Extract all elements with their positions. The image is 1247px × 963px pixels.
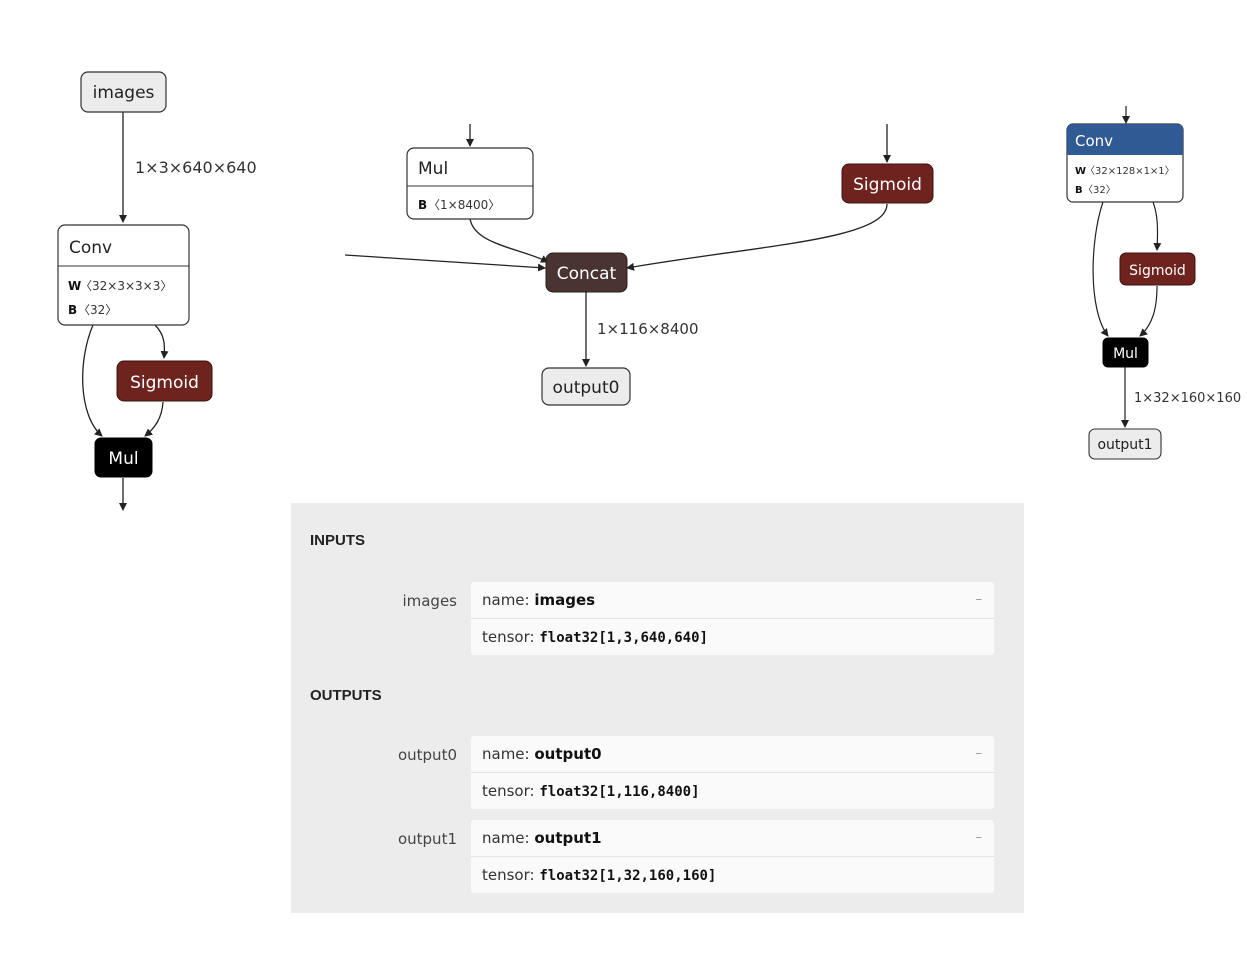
output1-card[interactable]: name: output1 – tensor: float32[1,32,160… [471, 820, 994, 893]
sigmoid-node-left[interactable]: Sigmoid [116, 360, 213, 402]
collapse-toggle-icon[interactable]: – [975, 746, 983, 761]
edge-left-concat [344, 254, 546, 272]
conv-node-left[interactable]: Conv W 〈32×3×3×3〉 B 〈32〉 [57, 224, 190, 326]
mul-left-label: Mul [108, 449, 138, 469]
edge-label-output0-shape: 1×116×8400 [597, 320, 698, 338]
output0-name-line: name: output0 – [471, 736, 994, 772]
input-images-card[interactable]: name: images – tensor: float32[1,3,640,6… [471, 582, 994, 655]
edge-conv-sigmoid [154, 324, 169, 359]
edge-conv-sigmoid-right [1152, 201, 1162, 251]
output-node-output0[interactable]: output0 [541, 367, 631, 406]
name-key: name: [482, 745, 530, 763]
sigmoid-node-right[interactable]: Sigmoid [1119, 252, 1196, 286]
conv-right-b-key: B [1075, 185, 1083, 196]
output0-label: output0 [397, 746, 457, 764]
conv-left-title: Conv [69, 238, 112, 258]
input-node-images[interactable]: images [80, 71, 167, 113]
left-cluster: 1×3×640×640 images Conv W 〈32×3×3×3〉 B 〈… [57, 71, 257, 511]
output1-name: output1 [534, 829, 602, 847]
output0-name: output0 [534, 745, 602, 763]
output1-tensor-line: tensor: float32[1,32,160,160] [471, 856, 994, 893]
output1-label: output1 [397, 830, 457, 848]
mul-center-b-val: 〈1×8400〉 [428, 198, 500, 212]
edge-mul-concat [469, 218, 549, 263]
edge-conv-mul-right [1092, 201, 1109, 337]
conv-node-right[interactable]: Conv W 〈32×128×1×1〉 B 〈32〉 [1066, 123, 1184, 203]
inputs-section-title: INPUTS [310, 532, 366, 549]
concat-label: Concat [557, 264, 617, 284]
mul-node-center[interactable]: Mul B 〈1×8400〉 [406, 147, 534, 220]
conv-left-w-val: 〈32×3×3×3〉 [80, 279, 172, 293]
output0-tensor: float32[1,116,8400] [539, 784, 700, 800]
name-key: name: [482, 591, 530, 609]
model-properties-panel: INPUTS images name: images – tensor: flo… [291, 503, 1024, 913]
mul-right-label: Mul [1113, 346, 1138, 362]
center-cluster: 1×116×8400 Mul B 〈1×8400〉 Sigmoid Concat… [344, 124, 934, 406]
mul-node-left[interactable]: Mul [94, 437, 153, 478]
conv-right-w-val: 〈32×128×1×1〉 [1085, 165, 1175, 177]
input-images-name-line: name: images – [471, 582, 994, 618]
edge-sigmoid-mul-right [1139, 285, 1158, 337]
mul-center-b-key: B [418, 198, 427, 212]
mul-node-right[interactable]: Mul [1102, 337, 1149, 368]
collapse-toggle-icon[interactable]: – [975, 830, 983, 845]
edge-sigmoid-mul [144, 401, 164, 437]
sigmoid-left-label: Sigmoid [130, 373, 199, 393]
edge-sigmoid-concat [626, 203, 888, 271]
outputs-section-title: OUTPUTS [310, 687, 382, 704]
output0-tensor-line: tensor: float32[1,116,8400] [471, 772, 994, 809]
right-cluster: 1×32×160×160 Conv W 〈32×128×1×1〉 B 〈32〉 … [1066, 106, 1241, 460]
tensor-key: tensor: [482, 782, 535, 800]
concat-node[interactable]: Concat [545, 252, 628, 293]
input-images-tensor: float32[1,3,640,640] [539, 630, 708, 646]
conv-right-b-val: 〈32〉 [1083, 184, 1116, 196]
conv-left-w-key: W [68, 279, 81, 293]
mul-center-title: Mul [418, 159, 448, 179]
input-images-tensor-line: tensor: float32[1,3,640,640] [471, 618, 994, 655]
conv-left-b-key: B [68, 303, 77, 317]
input-images-name: images [534, 591, 596, 609]
output0-node-label: output0 [553, 378, 620, 398]
input-images-label: images [402, 592, 457, 610]
output0-card[interactable]: name: output0 – tensor: float32[1,116,84… [471, 736, 994, 809]
name-key: name: [482, 829, 530, 847]
conv-right-title: Conv [1075, 132, 1113, 150]
edge-label-input-shape: 1×3×640×640 [135, 158, 257, 177]
conv-right-w-key: W [1075, 166, 1086, 177]
output1-tensor: float32[1,32,160,160] [539, 868, 717, 884]
conv-left-b-val: 〈32〉 [78, 303, 117, 317]
output1-node-label: output1 [1097, 437, 1152, 453]
output-node-output1[interactable]: output1 [1088, 428, 1162, 460]
tensor-key: tensor: [482, 628, 535, 646]
input-node-images-label: images [93, 83, 155, 103]
edge-conv-mul [82, 324, 103, 437]
tensor-key: tensor: [482, 866, 535, 884]
sigmoid-right-label: Sigmoid [1129, 263, 1186, 279]
sigmoid-center-label: Sigmoid [853, 175, 922, 195]
edge-label-output1-shape: 1×32×160×160 [1134, 391, 1241, 406]
output1-name-line: name: output1 – [471, 820, 994, 856]
collapse-toggle-icon[interactable]: – [975, 592, 983, 607]
sigmoid-node-center[interactable]: Sigmoid [841, 163, 934, 204]
